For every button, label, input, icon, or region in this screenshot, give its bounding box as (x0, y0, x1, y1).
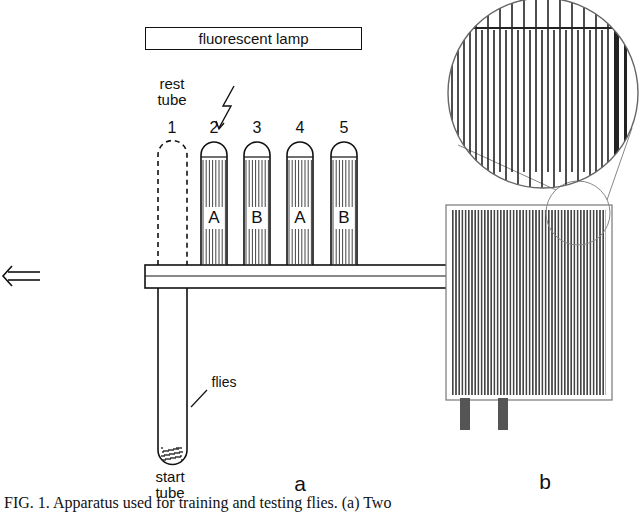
tube-number: 2 (210, 120, 219, 137)
rest-tube (158, 141, 187, 266)
tube-letter: B (335, 207, 352, 229)
double-arrow (3, 266, 40, 286)
tube-outline (286, 140, 314, 265)
tube-outline (243, 140, 271, 265)
grid-electrode (446, 128, 632, 430)
training-tube: B (243, 140, 271, 265)
leader-line (191, 390, 207, 407)
tube-number: 5 (340, 120, 349, 137)
tube-outline (200, 140, 228, 265)
tube-letter: A (291, 207, 308, 229)
fly-dots (161, 447, 183, 461)
part-label: flies (212, 375, 237, 390)
start-tube (158, 288, 187, 465)
panel-letter: b (539, 471, 551, 493)
lamp-box: fluorescent lamp (145, 27, 362, 50)
figure-caption: FIG. 1. Apparatus used for training and … (4, 494, 391, 512)
magnified-view (440, 0, 638, 200)
lamp-label: fluorescent lamp (198, 30, 308, 47)
tube-number: 4 (296, 120, 305, 137)
tube-letter: A (205, 207, 222, 229)
tube-name: rest tube (147, 76, 197, 108)
training-tube: B (330, 140, 358, 265)
panel-letter: a (294, 473, 306, 495)
slide-plate (145, 265, 480, 288)
tube-letter: B (248, 207, 265, 229)
tube-number: 1 (168, 120, 177, 137)
tube-outline (330, 140, 358, 265)
tube-number: 3 (253, 120, 262, 137)
training-tube: A (200, 140, 228, 265)
training-tube: A (286, 140, 314, 265)
shock-symbol (216, 86, 234, 129)
